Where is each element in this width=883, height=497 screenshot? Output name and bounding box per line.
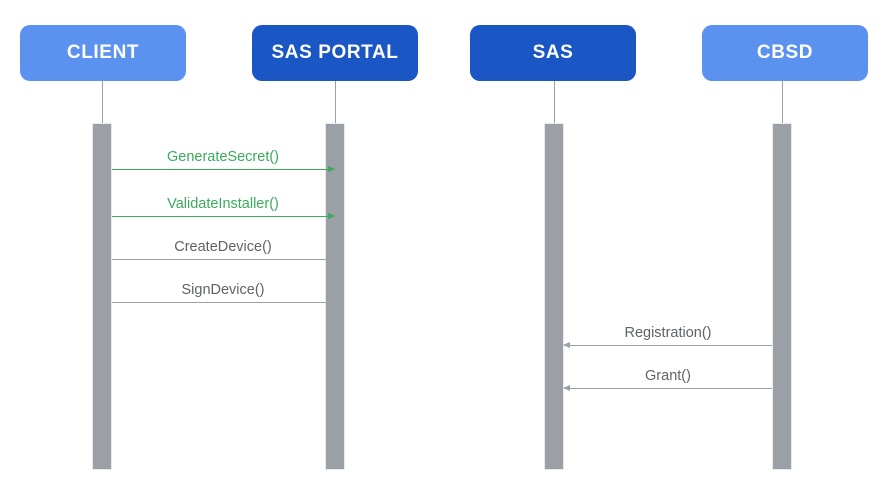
lifeline-stem-sas-portal	[335, 81, 336, 123]
actor-box-cbsd[interactable]: CBSD	[702, 25, 868, 81]
message-line-registration	[564, 345, 772, 346]
actor-label-client: CLIENT	[66, 42, 140, 63]
actor-box-sas[interactable]: SAS	[470, 25, 636, 81]
activation-bar-sas-portal[interactable]	[325, 123, 345, 470]
message-line-grant	[564, 388, 772, 389]
message-line-create-device	[112, 259, 334, 260]
actor-label-cbsd: CBSD	[756, 42, 814, 63]
lifeline-stem-sas	[554, 81, 555, 123]
arrowhead-right-icon	[328, 298, 335, 305]
message-label-grant: Grant()	[645, 368, 691, 384]
message-label-sign-device: SignDevice()	[181, 282, 265, 298]
lifeline-stem-cbsd	[782, 81, 783, 123]
message-label-validate-installer: ValidateInstaller()	[167, 196, 279, 212]
message-label-generate-secret: GenerateSecret()	[166, 149, 280, 165]
arrowhead-right-icon	[328, 165, 335, 172]
arrowhead-left-icon	[563, 341, 570, 348]
lifeline-stem-client	[102, 81, 103, 123]
message-line-validate-installer	[112, 216, 334, 217]
activation-bar-cbsd[interactable]	[772, 123, 792, 470]
actor-label-sas-portal: SAS PORTAL	[271, 42, 399, 63]
message-label-registration: Registration()	[624, 325, 712, 341]
actor-label-sas: SAS	[532, 42, 574, 63]
message-line-generate-secret	[112, 169, 334, 170]
activation-bar-sas[interactable]	[544, 123, 564, 470]
actor-box-client[interactable]: CLIENT	[20, 25, 186, 81]
message-line-sign-device	[112, 302, 334, 303]
arrowhead-right-icon	[328, 255, 335, 262]
message-label-create-device: CreateDevice()	[174, 239, 272, 255]
activation-bar-client[interactable]	[92, 123, 112, 470]
arrowhead-left-icon	[563, 384, 570, 391]
arrowhead-right-icon	[328, 212, 335, 219]
actor-box-sas-portal[interactable]: SAS PORTAL	[252, 25, 418, 81]
